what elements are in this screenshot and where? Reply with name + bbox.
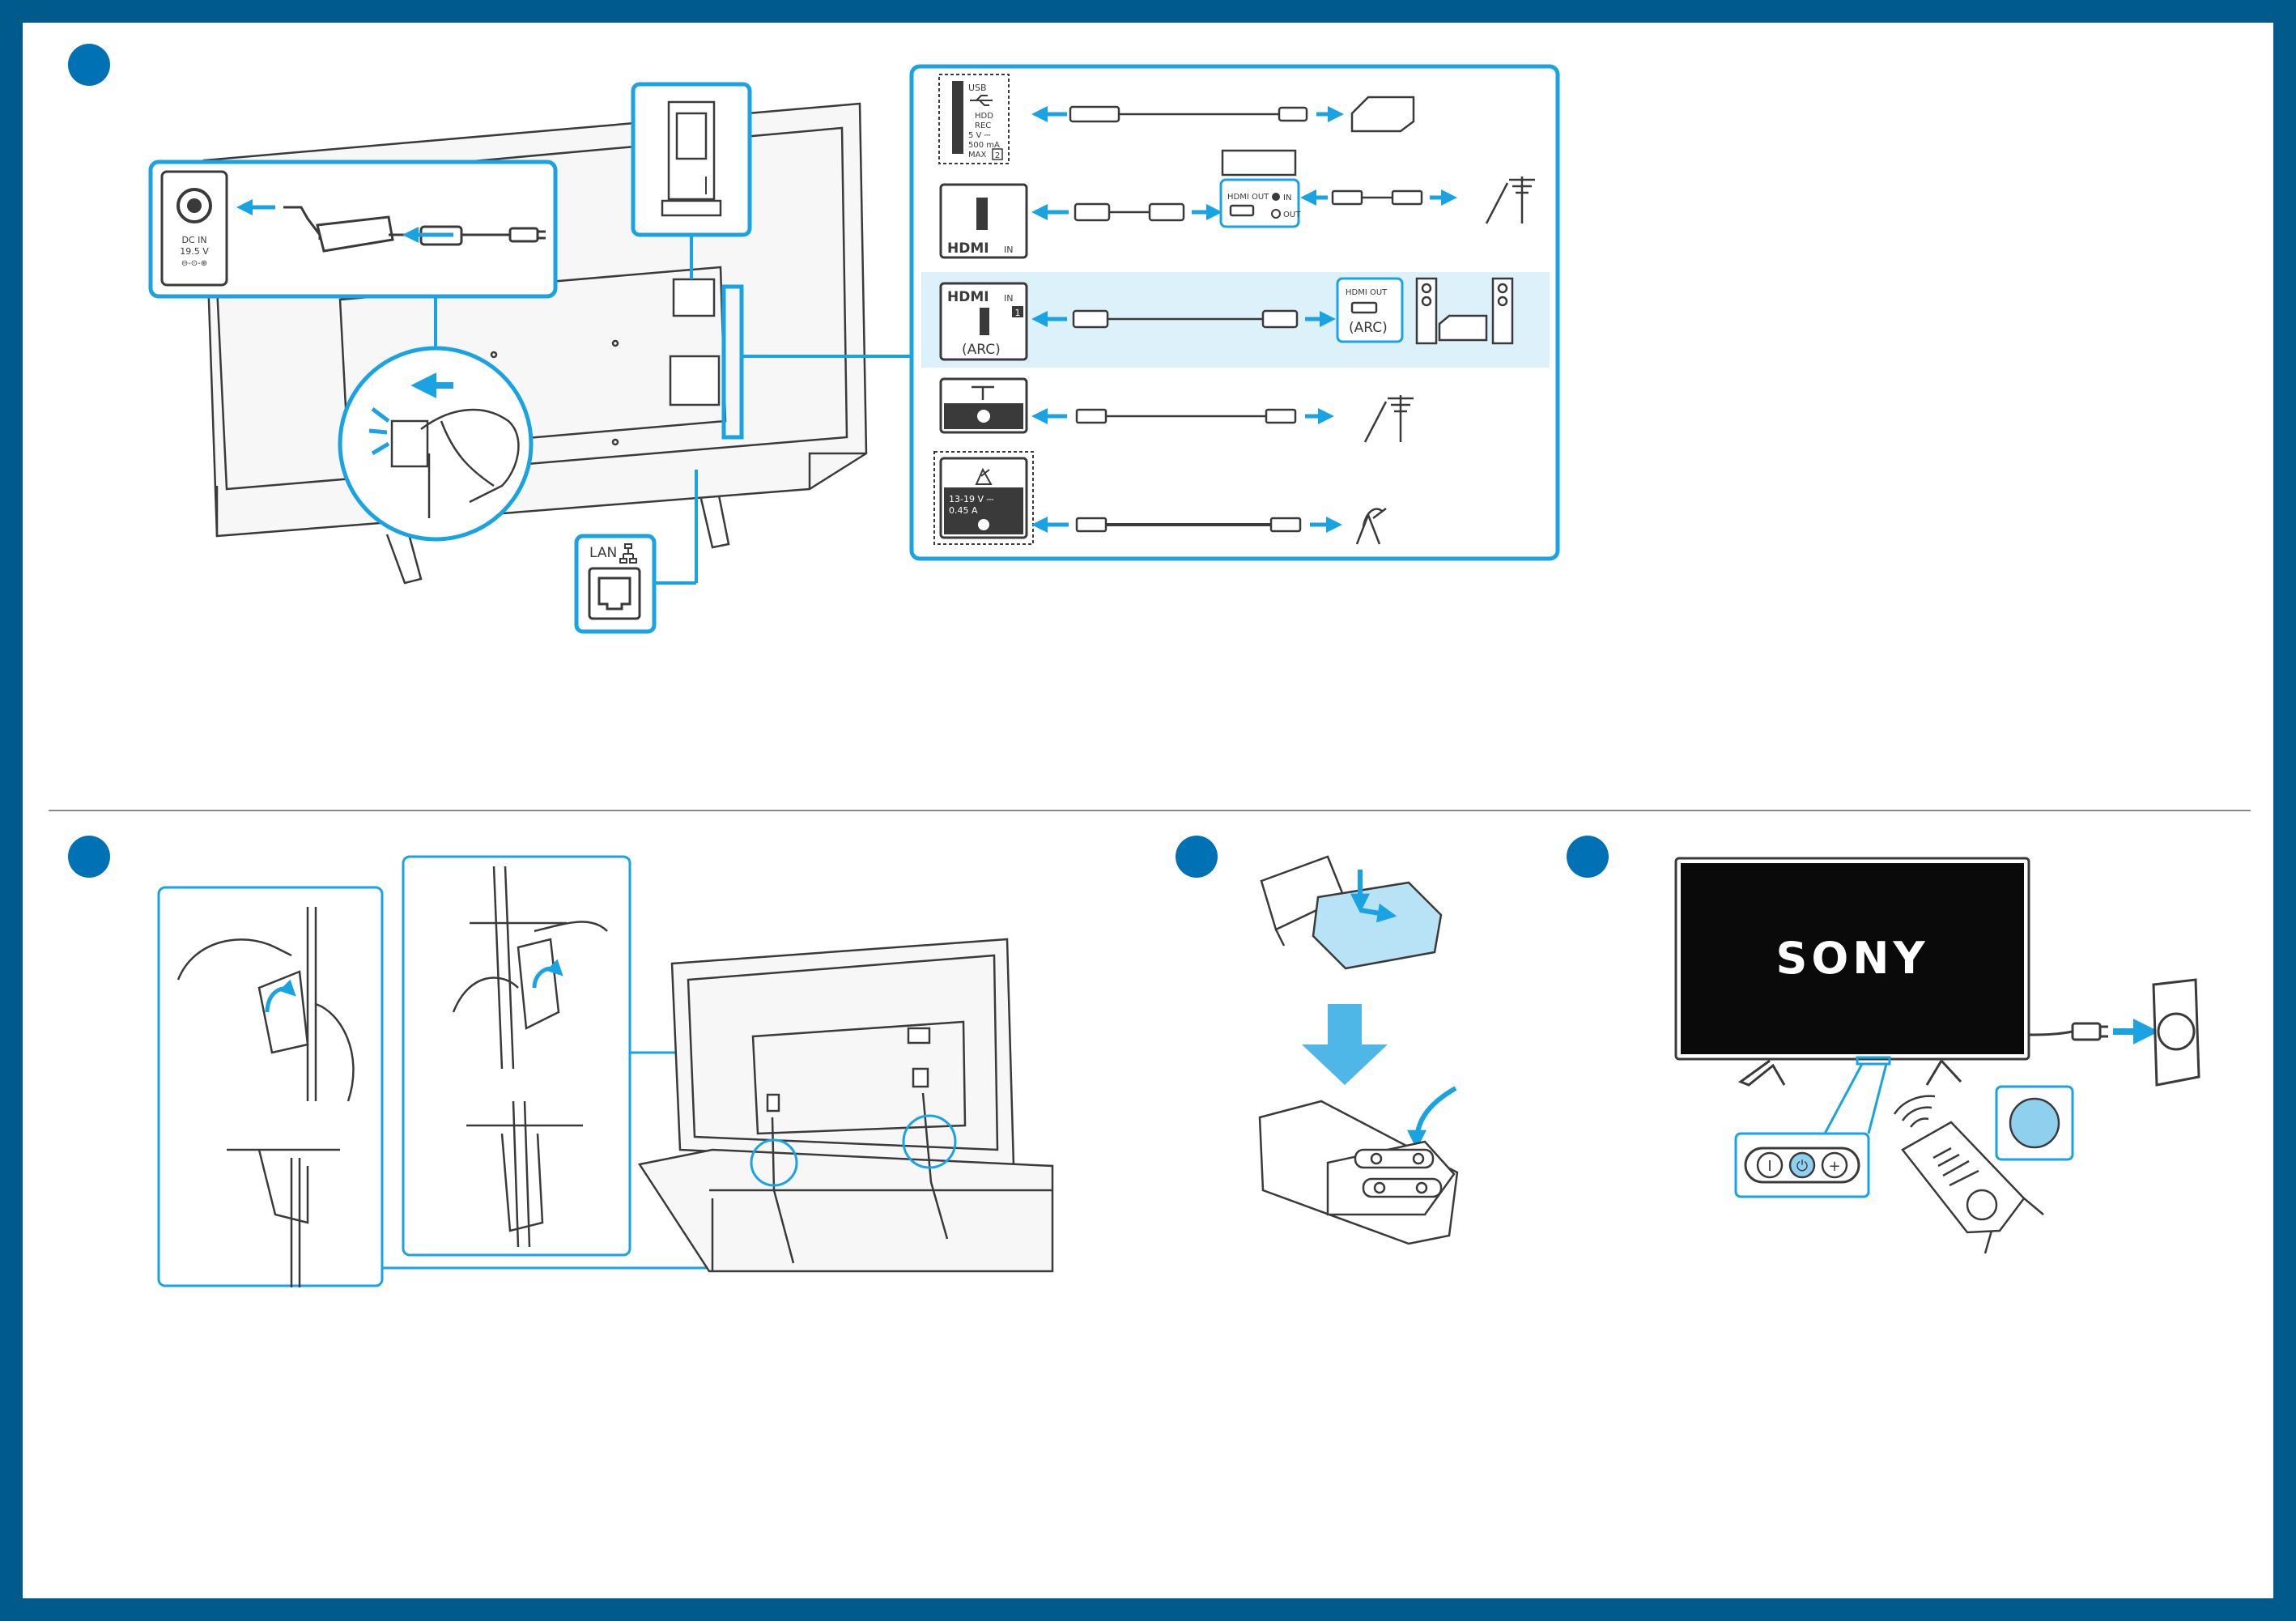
soundbar-arc: (ARC) — [1349, 320, 1388, 336]
hdmi-in-2-suffix: IN — [1004, 245, 1013, 255]
big-down-arrow — [1302, 1004, 1388, 1085]
cam-module — [662, 102, 721, 215]
stb-out: OUT — [1283, 211, 1301, 219]
tv-on-stand-illustration — [640, 939, 1052, 1271]
hand-zoom-circle — [340, 348, 531, 539]
button-leader-2 — [1869, 1064, 1886, 1134]
lan-label: LAN — [589, 545, 617, 561]
power-cable — [2029, 1032, 2073, 1035]
hdmi-in-1-suffix: IN — [1004, 293, 1013, 304]
dc-in-label: DC IN — [181, 235, 206, 245]
tv-control-highlight — [1857, 1057, 1890, 1064]
plus-button-label: + — [1828, 1158, 1840, 1175]
usb-rec: REC — [975, 121, 991, 130]
usb-num: 2 — [995, 151, 1000, 160]
step-2-badge — [68, 836, 110, 878]
hdmi-in-1-arc: (ARC) — [962, 342, 1001, 358]
usb-max: MAX — [968, 151, 986, 160]
dc-in-polarity: ⊖-⊙-⊕ — [181, 259, 207, 268]
battery-insert-arrow — [1417, 1088, 1456, 1142]
usb-hdd: HDD — [975, 112, 993, 121]
power-icon: ⏻ — [1796, 1158, 1808, 1175]
dc-in-voltage: 19.5 V — [180, 246, 209, 257]
sat-amp: 0.45 A — [949, 505, 978, 516]
tv-stand-feet — [1741, 1061, 1961, 1085]
hdmi-in-1-logo: HDMI — [947, 289, 989, 305]
stb-device — [1222, 151, 1295, 175]
battery-cover-sliding — [1313, 883, 1441, 968]
usb-volt: 5 V ⎓ — [968, 131, 991, 140]
hdmi-in-1-num: 1 — [1015, 308, 1021, 318]
power-plug — [2073, 1023, 2100, 1040]
usb-port-box — [952, 81, 963, 154]
hdmi-in-2-port — [976, 198, 988, 230]
wall-outlet — [2154, 980, 2199, 1085]
stb-panel — [1221, 180, 1299, 227]
clip-detail-left — [159, 887, 382, 1286]
remote-with-batteries — [1260, 1101, 1457, 1244]
wifi-signal-icon — [1894, 1096, 1935, 1127]
tv-brand-logo: SONY — [1775, 933, 1928, 984]
step-4-badge — [1567, 836, 1609, 878]
stb-hdmi-out: HDMI OUT — [1227, 193, 1269, 202]
button-leader-1 — [1825, 1064, 1862, 1134]
usb-label: USB — [968, 83, 987, 93]
soundbar-hdmi-out: HDMI OUT — [1346, 288, 1388, 297]
step-1-badge — [68, 44, 110, 86]
remote-power-button[interactable] — [2010, 1099, 2059, 1147]
hdmi-in-1-port — [980, 308, 989, 335]
sat-voltage: 13-19 V ⎓ — [949, 494, 993, 504]
stb-in: IN — [1283, 194, 1291, 202]
step-3-badge — [1176, 836, 1218, 878]
hdmi-in-2-logo: HDMI — [947, 240, 989, 257]
minus-button-label: I — [1767, 1158, 1771, 1175]
